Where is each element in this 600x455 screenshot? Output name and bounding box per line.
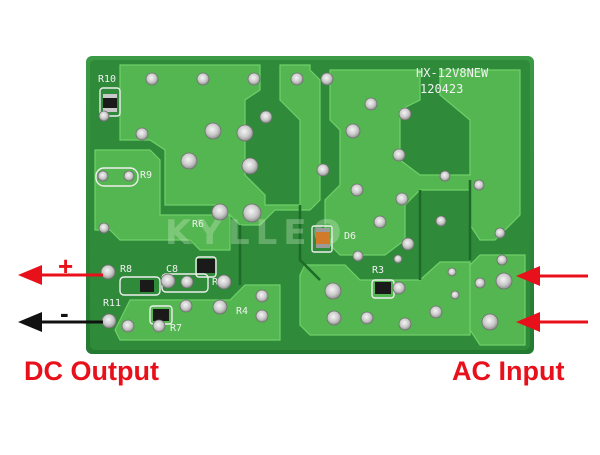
component-outlines <box>95 87 395 325</box>
positive-sign: + <box>58 251 74 281</box>
board-date-code: 120423 <box>420 82 463 96</box>
svg-text:C8: C8 <box>166 264 178 275</box>
pcb-isolation-gaps <box>238 180 472 285</box>
solder-pads <box>97 72 513 333</box>
board-model-label: HX-12V8NEW <box>416 66 489 80</box>
svg-text:R10: R10 <box>98 74 116 85</box>
dc-minus-arrow <box>18 312 103 332</box>
svg-text:D6: D6 <box>344 231 356 242</box>
svg-text:R3: R3 <box>372 265 384 276</box>
dc-plus-arrow <box>18 265 103 285</box>
svg-text:R8: R8 <box>120 264 132 275</box>
smd-components <box>103 94 391 321</box>
svg-text:R4: R4 <box>236 306 248 317</box>
svg-text:R6: R6 <box>192 219 204 230</box>
ac-input-label: AC Input <box>452 356 565 386</box>
dc-output-label: DC Output <box>24 356 159 386</box>
svg-text:R9: R9 <box>140 170 152 181</box>
svg-text:R11: R11 <box>103 298 121 309</box>
ac-input-arrow-bottom <box>516 312 588 332</box>
negative-sign: - <box>60 298 69 328</box>
ac-input-arrow-top <box>516 266 588 286</box>
svg-text:R7: R7 <box>170 323 182 334</box>
